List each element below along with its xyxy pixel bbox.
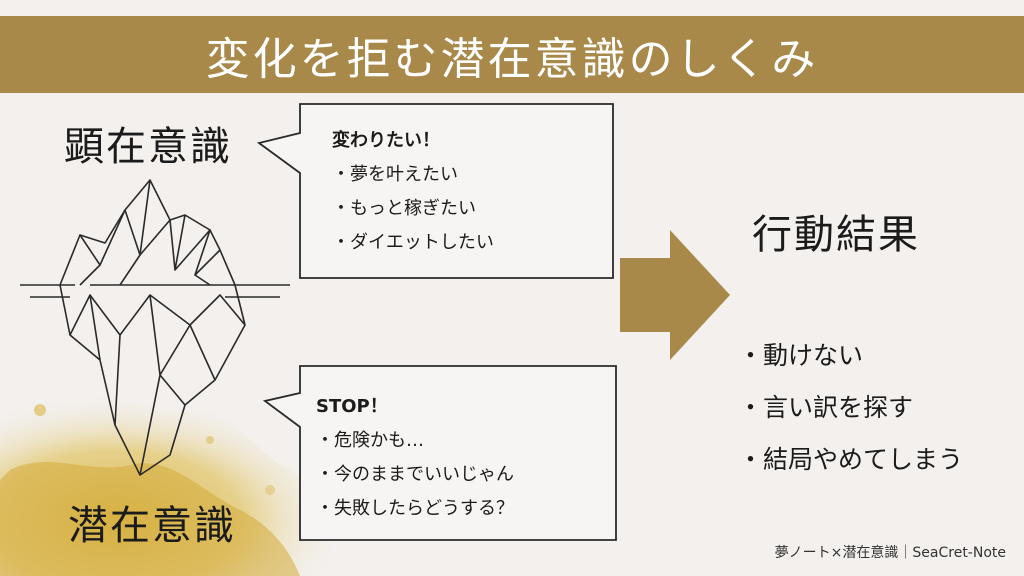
bubble-top-item: ・ダイエットしたい xyxy=(332,232,494,253)
bubble-bottom-heading: STOP！ xyxy=(316,396,388,417)
page-title: 変化を拒む潜在意識のしくみ xyxy=(205,33,819,85)
result-item: ・結局やめてしまう xyxy=(738,445,964,474)
bubble-bottom-item: ・今のままでいいじゃん xyxy=(316,464,514,485)
bubble-top-item: ・夢を叶えたい xyxy=(332,164,458,185)
result-item: ・言い訳を探す xyxy=(738,393,914,422)
iceberg-icon xyxy=(20,179,290,476)
result-list: ・動けない ・言い訳を探す ・結局やめてしまう xyxy=(738,330,963,486)
right-arrow-icon xyxy=(620,230,730,360)
label-conscious: 顕在意識 xyxy=(64,124,232,170)
bubble-top-content: 変わりたい！ ・夢を叶えたい ・もっと稼ぎたい ・ダイエットしたい xyxy=(332,124,494,260)
result-item: ・動けない xyxy=(738,341,864,370)
speech-bubble-top xyxy=(256,103,614,279)
bubble-bottom-item: ・危険かも… xyxy=(316,430,424,451)
bubble-top-item: ・もっと稼ぎたい xyxy=(332,198,476,219)
speech-bubble-bottom xyxy=(262,365,617,541)
label-subconscious: 潜在意識 xyxy=(68,503,236,549)
title-bar: 変化を拒む潜在意識のしくみ xyxy=(0,16,1024,93)
result-title: 行動結果 xyxy=(752,212,920,258)
bubble-bottom-item: ・失敗したらどうする？ xyxy=(316,498,514,519)
gold-paint-splash xyxy=(0,393,331,576)
bubble-bottom-content: STOP！ ・危険かも… ・今のままでいいじゃん ・失敗したらどうする？ xyxy=(316,390,514,526)
credit-text: 夢ノート×潜在意識｜SeaCret-Note xyxy=(774,545,1006,561)
bubble-top-heading: 変わりたい！ xyxy=(332,130,440,151)
